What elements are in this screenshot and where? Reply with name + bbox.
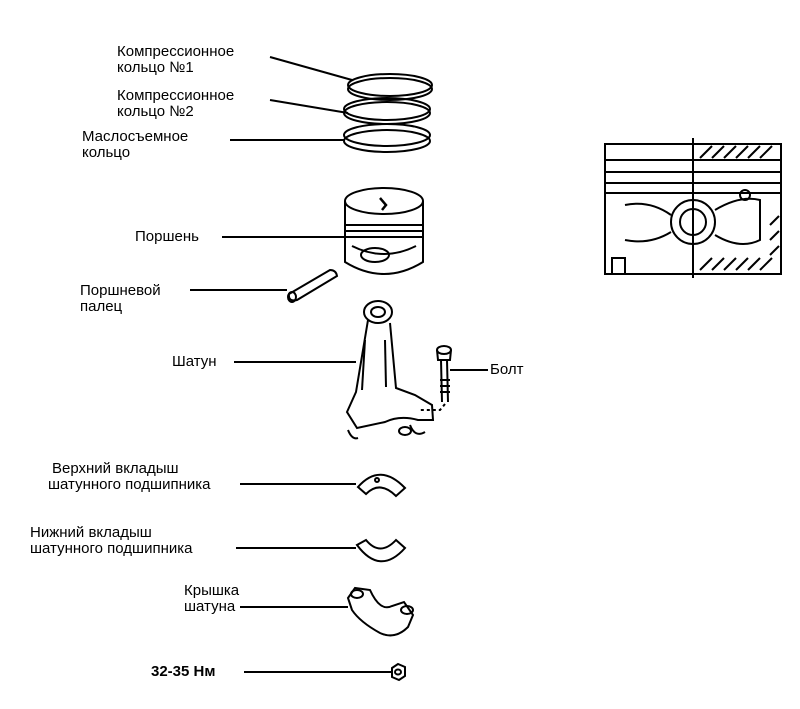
leader-ring1 [269, 56, 353, 81]
label-torque: 32-35 Нм [151, 664, 215, 680]
label-lower-bearing-line1: Нижний вкладыш [30, 524, 152, 541]
label-upper-bearing-line2: шатунного подшипника [48, 476, 211, 493]
leader-ring2 [269, 99, 349, 114]
compression-ring-1 [347, 73, 433, 101]
connecting-rod-cap [346, 586, 415, 637]
label-connecting-rod: Шатун [172, 354, 217, 370]
rod-nut [391, 662, 406, 682]
piston-pin [287, 268, 339, 303]
oil-ring [343, 123, 431, 153]
label-bolt: Болт [490, 362, 523, 378]
piston [344, 187, 424, 275]
lower-bearing-shell [355, 538, 407, 563]
label-rod-cap-line2: шатуна [184, 598, 236, 615]
connecting-rod [345, 300, 435, 440]
upper-bearing-shell [356, 473, 407, 498]
label-lower-bearing: Нижний вкладыш шатунного подшипника [30, 525, 192, 557]
label-upper-bearing-line1: Верхний вкладыш [52, 460, 179, 477]
label-compression-ring-2: Компрессионное кольцо №2 [117, 88, 234, 120]
label-oil-ring-line1: Маслосъемное [82, 128, 189, 145]
label-bolt-text: Болт [490, 361, 524, 378]
label-compression-ring-2-line1: Компрессионное [117, 87, 235, 104]
label-compression-ring-2-line2: кольцо №2 [117, 103, 194, 120]
label-piston-pin: Поршневой палец [80, 283, 161, 315]
compression-ring-2 [343, 97, 431, 125]
label-rod-cap: Крышка шатуна [184, 583, 239, 615]
label-compression-ring-1: Компрессионное кольцо №1 [117, 44, 234, 76]
label-piston: Поршень [135, 229, 199, 245]
label-rod-cap-line1: Крышка [184, 582, 240, 599]
label-compression-ring-1-line1: Компрессионное [117, 43, 235, 60]
label-compression-ring-1-line2: кольцо №1 [117, 59, 194, 76]
label-lower-bearing-line2: шатунного подшипника [30, 540, 193, 557]
label-piston-pin-line2: палец [80, 298, 123, 315]
label-oil-ring-line2: кольцо [82, 144, 131, 161]
piston-cross-section [604, 138, 782, 278]
label-upper-bearing: Верхний вкладыш шатунного подшипника [48, 461, 210, 493]
label-oil-ring: Маслосъемное кольцо [82, 129, 188, 161]
label-torque-text: 32-35 Нм [151, 663, 216, 680]
label-piston-pin-line1: Поршневой [80, 282, 161, 299]
label-piston-text: Поршень [135, 228, 199, 245]
label-connecting-rod-text: Шатун [172, 353, 217, 370]
connecting-rod-bolt [420, 345, 452, 411]
